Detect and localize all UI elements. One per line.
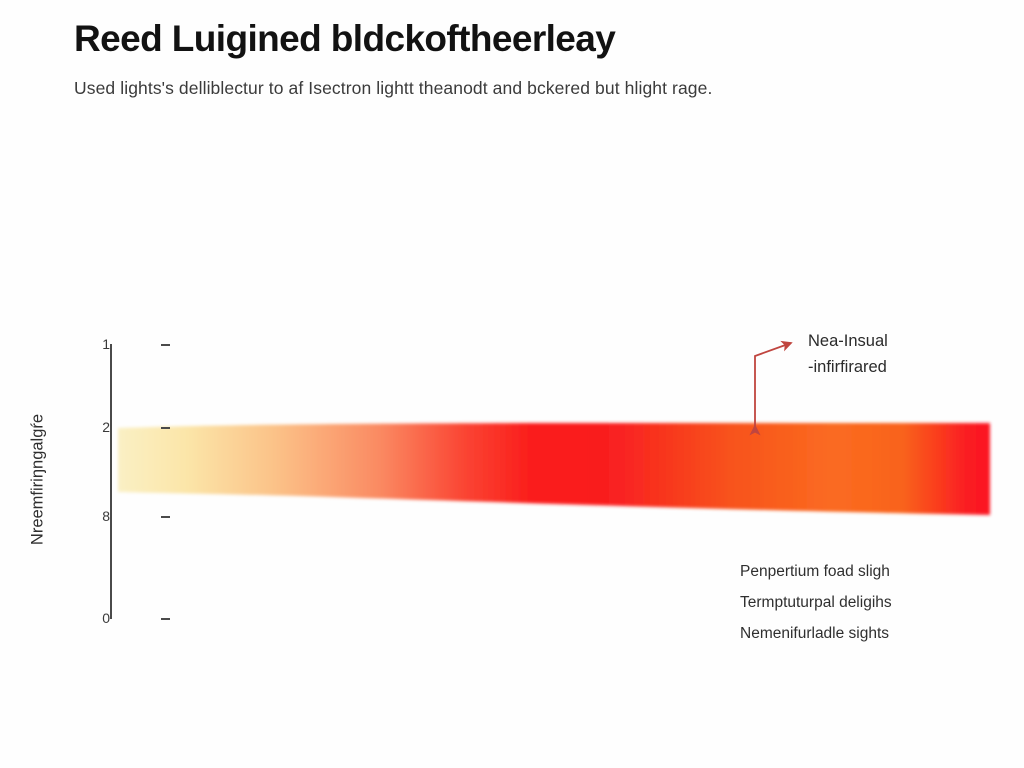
y-tick-mark [161, 516, 170, 518]
chart-notes: Penpertium foad sligh Termptuturpal deli… [740, 556, 892, 649]
y-tick-label: 2 [102, 419, 110, 435]
spectrum-band [118, 423, 990, 515]
y-tick-label: 1 [102, 336, 110, 352]
annotation-label: Nea-Insual -infirfirared [808, 328, 888, 380]
note-line-3: Nemenifurladle sights [740, 625, 890, 642]
y-axis-spine [110, 344, 112, 619]
y-tick-mark [161, 618, 170, 620]
note-line-2: Termptuturpal deligihs [740, 594, 892, 611]
y-tick-label: 0 [102, 610, 110, 626]
y-axis-label: Nreemfiriŋngalgŕe [28, 413, 47, 546]
y-tick-mark [161, 344, 170, 346]
annotation-arrow [749, 340, 793, 436]
y-tick-mark [161, 427, 170, 429]
page-title: Reed Luigined bldckoftheerleay [74, 18, 616, 59]
annotation-line-2: -infirfirared [808, 358, 887, 376]
page-subtitle: Used lights's delliblectur to af Isectro… [74, 78, 713, 98]
annotation-line-1: Nea-Insual [808, 332, 888, 350]
y-tick-label: 8 [102, 508, 110, 524]
note-line-1: Penpertium foad sligh [740, 563, 890, 580]
